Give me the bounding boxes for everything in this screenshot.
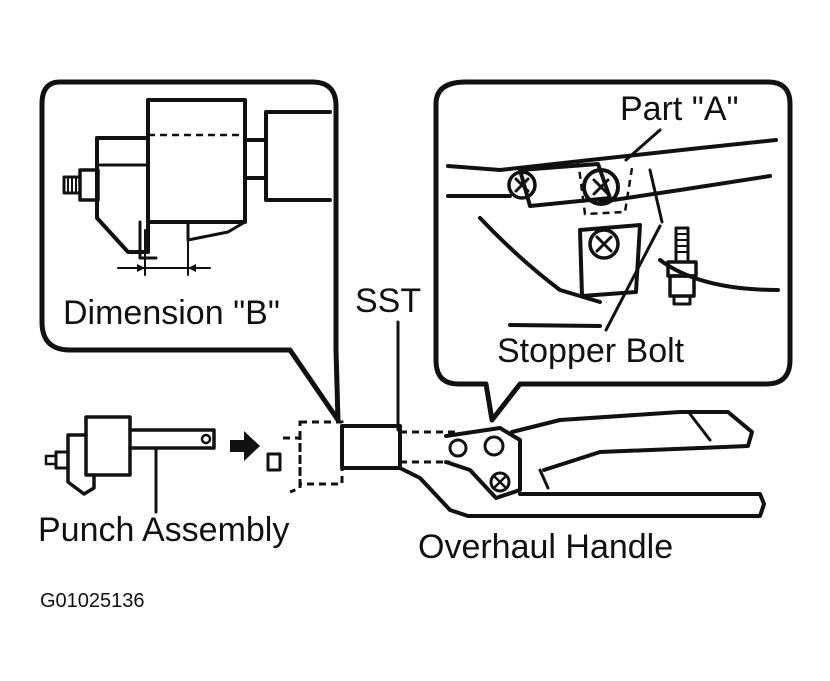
label-part-a: Part "A" bbox=[620, 90, 739, 128]
label-sst: SST bbox=[355, 282, 421, 320]
label-overhaul-handle: Overhaul Handle bbox=[418, 528, 673, 566]
punch-assembly bbox=[44, 415, 216, 496]
dimension-b-detail bbox=[62, 98, 332, 276]
label-punch-assembly: Punch Assembly bbox=[38, 511, 289, 549]
callout-dimension-b: Dimension "B" bbox=[39, 79, 341, 423]
label-stopper-bolt: Stopper Bolt bbox=[497, 332, 685, 370]
part-a-detail bbox=[446, 128, 780, 332]
overhaul-handle bbox=[266, 410, 766, 518]
arrow-icon bbox=[230, 431, 260, 461]
callout-part-a: Part "A" Stopper Bolt bbox=[433, 79, 793, 423]
label-dimension-b: Dimension "B" bbox=[63, 294, 280, 332]
figure-code: G01025136 bbox=[40, 590, 145, 612]
